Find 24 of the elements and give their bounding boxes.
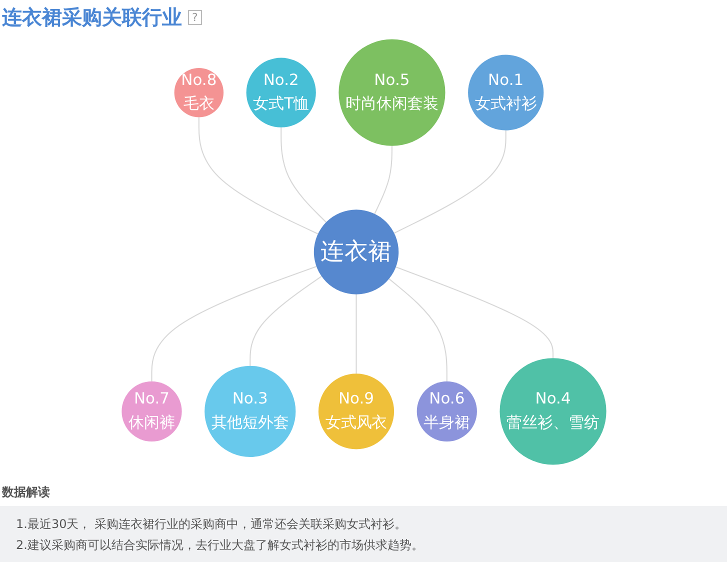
- node-circle: No.8 毛衣: [174, 68, 224, 118]
- connector: [388, 278, 447, 382]
- section-heading: 数据解读: [2, 484, 50, 501]
- connector: [355, 294, 356, 374]
- node-circle: No.1 女式衬衫: [468, 54, 544, 130]
- node-circle: No.3 其他短外套: [204, 366, 296, 457]
- note-text: 2.建议采购商可以结合实际情况，去行业大盘了解女式衬衫的市场供求趋势。: [16, 537, 424, 554]
- help-icon: ?: [188, 10, 202, 25]
- title: 连衣裙采购关联行业: [2, 4, 182, 31]
- node-circle: No.4 蕾丝衫、雪纺: [499, 358, 606, 465]
- connector: [249, 276, 322, 366]
- node-circle: No.9 女式风衣: [318, 374, 394, 450]
- node-circle: No.5 时尚休闲套装: [338, 39, 445, 146]
- connector: [374, 146, 392, 214]
- node-circle: 连衣裙: [313, 210, 398, 294]
- connector: [280, 127, 326, 223]
- connector: [395, 266, 554, 358]
- connector: [150, 266, 316, 382]
- node-circle: No.6 半身裙: [416, 381, 476, 442]
- connector: [393, 130, 506, 234]
- node-circle: No.2 女式T恤: [246, 58, 316, 128]
- connector: [198, 117, 318, 234]
- node-circle: No.7 休闲裤: [121, 381, 182, 442]
- note-text: 1.最近30天， 采购连衣裙行业的采购商中，通常还会关联采购女式衬衫。: [16, 516, 408, 533]
